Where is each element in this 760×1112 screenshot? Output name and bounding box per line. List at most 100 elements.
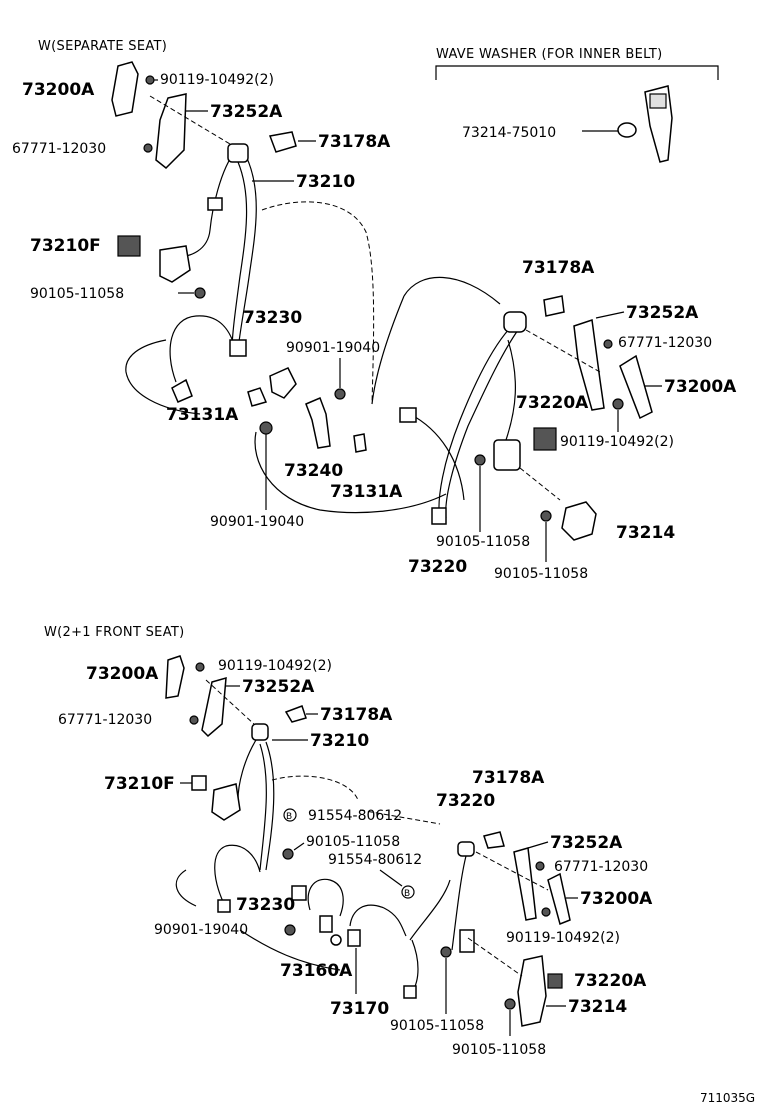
label-73200A-4: 73200A (580, 889, 653, 909)
clip-part (143, 143, 153, 153)
label-73131A-2: 73131A (330, 482, 403, 502)
label-90105-11058-3: 90105-11058 (494, 566, 588, 582)
label-73252A-2: 73252A (626, 303, 699, 323)
bolt-part (194, 287, 206, 299)
bolt-part (504, 998, 516, 1010)
ref-marker-b-2 (401, 885, 415, 899)
cap-part-2 (543, 295, 565, 317)
label-67771-12030-1: 67771-12030 (12, 141, 106, 157)
figure-id: 711035G (700, 1091, 755, 1105)
bolt-part (440, 946, 452, 958)
retractor-part-1 (159, 245, 191, 283)
buckle-part (330, 934, 342, 946)
bolt-part (612, 398, 624, 410)
wave-washer-part (617, 122, 637, 138)
anchor-adjuster-part-4 (547, 872, 571, 926)
belt-73210-2 (237, 155, 257, 351)
cap-part-3 (284, 705, 307, 723)
seat-cushion-outline-1 (125, 339, 201, 415)
cover-73210F-part-2 (191, 775, 207, 791)
bracket-part-3 (291, 885, 307, 901)
dashed-line (205, 679, 255, 725)
retractor-part-4 (459, 929, 475, 953)
dashed-line (525, 329, 601, 373)
buckle-73230-part (269, 367, 297, 399)
label-90119-10492-3: 90119-10492(2) (218, 658, 332, 674)
label-67771-12030-2: 67771-12030 (618, 335, 712, 351)
label-73214-75010: 73214-75010 (462, 125, 556, 141)
retractor-part-2 (493, 439, 521, 471)
label-73178A-2: 73178A (522, 258, 595, 278)
seat-cushion-outline-2 (254, 431, 447, 514)
seat-cushion-outline-4 (239, 929, 341, 971)
leader (293, 842, 305, 851)
label-73210-1: 73210 (296, 172, 355, 192)
belt-73230 (169, 315, 237, 383)
label-91554-80612-2: 91554-80612 (328, 852, 422, 868)
tongue-part-2 (399, 407, 417, 423)
bolt-part (195, 662, 205, 672)
label-73230-1: 73230 (243, 308, 302, 328)
label-91554-80612-1: 91554-80612 (308, 808, 402, 824)
clip-part (603, 339, 613, 349)
bolt-part (541, 907, 551, 917)
label-67771-12030-3: 67771-12030 (58, 712, 152, 728)
ref-marker-b-label-1: B (286, 812, 292, 822)
belt-73210-1 (175, 149, 237, 257)
belt-73230-2 (214, 844, 261, 909)
clip-part (189, 715, 199, 725)
bracket-73131A-part-2 (353, 433, 367, 453)
shoulder-anchor-part-4 (457, 841, 475, 857)
bolt-part (474, 454, 486, 466)
anchor-adjuster-part-1 (111, 61, 139, 117)
bracket-73214-part (561, 501, 597, 541)
leader (527, 841, 549, 849)
bracket-73131A-part (247, 387, 268, 407)
seat-back-outline-2 (403, 276, 501, 305)
bracket-part-5 (347, 929, 361, 947)
label-90901-19040-2: 90901-19040 (210, 514, 304, 530)
cover-part-2 (533, 427, 557, 451)
label-90119-10492-2: 90119-10492(2) (560, 434, 674, 450)
dashed-line (475, 851, 549, 891)
shoulder-anchor-part (227, 143, 249, 163)
bracket-73214-part-2 (517, 955, 547, 1027)
leader (379, 869, 403, 887)
label-73210F-2: 73210F (104, 774, 175, 794)
belt-73210-6 (259, 743, 267, 871)
label-73200A-3: 73200A (86, 664, 159, 684)
shoulder-anchor-part-3 (251, 723, 269, 741)
belt-73220-6 (411, 939, 419, 993)
cap-part-1 (268, 131, 297, 153)
bolt-part (259, 421, 273, 435)
belt-73220-1 (438, 327, 511, 521)
bracket-part-4 (319, 915, 333, 933)
bolt-part (540, 510, 552, 522)
label-90105-11058-6: 90105-11058 (452, 1042, 546, 1058)
anchor-adjuster-part-3 (165, 655, 185, 699)
label-90105-11058-1: 90105-11058 (30, 286, 124, 302)
bracket-part (171, 378, 193, 403)
label-73220-2: 73220 (436, 791, 495, 811)
inset-bracket (435, 65, 719, 80)
label-90119-10492-4: 90119-10492(2) (506, 930, 620, 946)
retractor-part-3 (211, 783, 241, 821)
bolt-part (284, 924, 296, 936)
label-73252A-1: 73252A (210, 102, 283, 122)
section-title-front-seat: W(2+1 FRONT SEAT) (44, 625, 185, 640)
buckle-73240-part (305, 397, 331, 449)
tongue-part (229, 339, 247, 357)
dashed-line (519, 467, 561, 501)
belt-73220-2 (445, 329, 519, 519)
belt-73210-4 (237, 739, 257, 801)
belt-73160A (307, 878, 344, 917)
anchor-adjuster-part-2 (619, 354, 653, 420)
label-73220-1: 73220 (408, 557, 467, 577)
seat-back-outline-3 (371, 295, 405, 405)
cap-part-4 (483, 831, 505, 849)
label-73200A-2: 73200A (664, 377, 737, 397)
label-90105-11058-2: 90105-11058 (436, 534, 530, 550)
dashed-line (359, 809, 441, 825)
label-73178A-1: 73178A (318, 132, 391, 152)
bracket-part-2 (217, 899, 231, 913)
